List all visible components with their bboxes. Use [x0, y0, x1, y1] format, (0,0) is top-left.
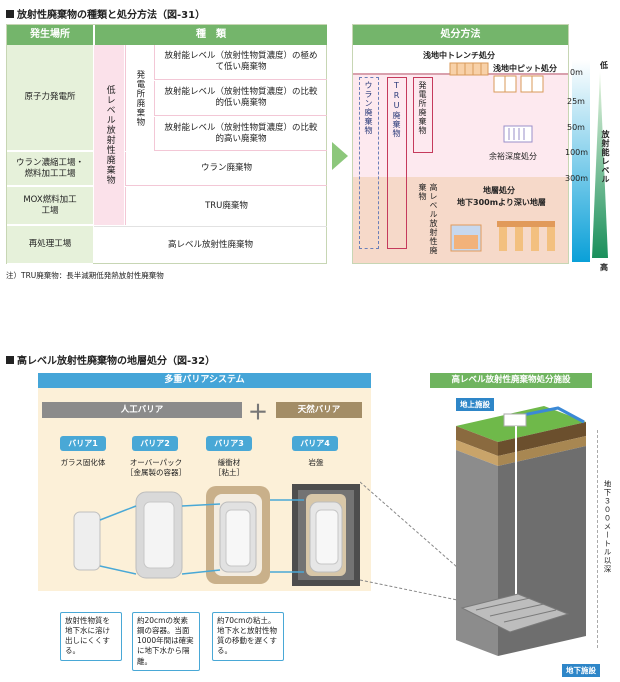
level-low: 低 — [600, 61, 608, 70]
surface-facility-label: 地上施設 — [456, 398, 494, 411]
barrier-3-desc: 緩衝材［粘土］ — [214, 458, 244, 477]
table-note: 注）TRU廃棄物：長半減期低発熱放射性廃棄物 — [6, 271, 164, 280]
callout-glass: 放射性物質を地下水に溶け出しにくくする。 — [60, 612, 122, 661]
geological-repository-icon — [450, 221, 555, 252]
barrier-1-tag: バリア1 — [60, 436, 106, 451]
header-type: 種 類 — [94, 25, 327, 45]
source-nuclear-plant: 原子力発電所 — [7, 45, 93, 151]
barrier-illustration — [73, 484, 360, 586]
barrier-3-tag: バリア3 — [206, 436, 252, 451]
plus-sign: ＋ — [248, 400, 268, 424]
source-uranium-plant: ウラン濃縮工場・燃料加工工場 — [7, 152, 93, 186]
figure-31-title: 放射性廃棄物の種類と処分方法（図-31） — [6, 6, 205, 21]
intermediate-depth-icon — [503, 125, 533, 143]
uranium-column — [359, 77, 379, 249]
callout-buffer: 約70cmの粘土。地下水と放射性物質の移動を遅くする。 — [212, 612, 284, 661]
facility-illustration — [456, 406, 598, 656]
engineered-barrier-header: 人工バリア — [42, 402, 242, 418]
multi-barrier-header: 多重バリアシステム — [38, 373, 371, 388]
barrier-2-tag: バリア2 — [132, 436, 178, 451]
depth-25m: 25m — [567, 97, 585, 106]
trench-icon — [449, 62, 489, 76]
callout-overpack: 約20cmの炭素鋼の容器。当面1000年間は確実に地下水から隔離。 — [132, 612, 200, 671]
pit-icon — [493, 75, 544, 93]
figure-32-title: 高レベル放射性廃棄物の地層処分（図-32） — [6, 352, 215, 367]
type-very-low: 放射能レベル（放射性物質濃度）の極めて低い廃棄物 — [154, 45, 327, 80]
facility-header: 高レベル放射性廃棄物処分施設 — [430, 373, 592, 388]
type-relatively-low: 放射能レベル（放射性物質濃度）の比較的低い廃棄物 — [154, 81, 327, 116]
col-uranium-label: ウラン廃棄物 — [364, 81, 373, 135]
type-relatively-high: 放射能レベル（放射性物質濃度）の比較的高い廃棄物 — [154, 117, 327, 151]
low-level-waste-label: 低レベル放射性廃棄物 — [94, 45, 124, 225]
waste-type-table: 発生場所 種 類 原子力発電所 ウラン濃縮工場・燃料加工工場 MOX燃料加工工場… — [6, 24, 327, 264]
col-tru-label: TRU廃棄物 — [392, 81, 401, 138]
intermediate-depth-label: 余裕深度処分 — [489, 152, 537, 161]
pit-label: 浅地中ピット処分 — [493, 64, 557, 73]
arrow-right-icon — [332, 142, 348, 170]
plant-column — [413, 77, 433, 153]
barrier-4-tag: バリア4 — [292, 436, 338, 451]
geological-label: 地層処分 — [483, 186, 515, 195]
barrier-2-desc: オーバーパック［金属製の容器］ — [126, 458, 186, 477]
depth-50m: 50m — [567, 123, 585, 132]
tru-column — [387, 77, 407, 249]
level-label: 放射能レベル — [601, 130, 610, 184]
source-reprocessing-plant: 再処理工場 — [7, 226, 93, 264]
depth-note: 地下３００メートル以深 — [603, 480, 612, 574]
type-high-level: 高レベル放射性廃棄物 — [94, 226, 327, 264]
depth-300m: 300m — [565, 174, 589, 183]
type-uranium: ウラン廃棄物 — [125, 152, 327, 186]
col-plant-label: 発電所廃棄物 — [418, 81, 427, 135]
header-method: 処分方法 — [353, 25, 568, 45]
plant-waste-label: 発電所廃棄物 — [125, 45, 153, 151]
geological-sub-label: 地下300mより深い地層 — [457, 198, 546, 207]
barrier-4-desc: 岩盤 — [308, 458, 324, 467]
natural-barrier-header: 天然バリア — [276, 402, 362, 418]
level-high: 高 — [600, 263, 608, 272]
barrier-1-desc: ガラス固化体 — [60, 458, 106, 467]
depth-0m: 0m — [570, 68, 583, 77]
header-source: 発生場所 — [7, 25, 93, 45]
underground-facility-label: 地下施設 — [562, 664, 600, 677]
depth-100m: 100m — [565, 148, 589, 157]
trench-label: 浅地中トレンチ処分 — [423, 51, 495, 60]
source-mox-plant: MOX燃料加工工場 — [7, 187, 93, 225]
col-hlw-label: 高レベル放射性廃棄物 — [418, 183, 438, 255]
type-tru: TRU廃棄物 — [125, 187, 327, 225]
radioactivity-level-wedge — [592, 72, 608, 258]
depth-scale-bar — [572, 60, 590, 262]
disposal-method-panel: 処分方法 浅地中トレンチ処分 浅地中ピット処分 ウラン廃棄物 TRU廃棄物 発電… — [352, 24, 569, 264]
